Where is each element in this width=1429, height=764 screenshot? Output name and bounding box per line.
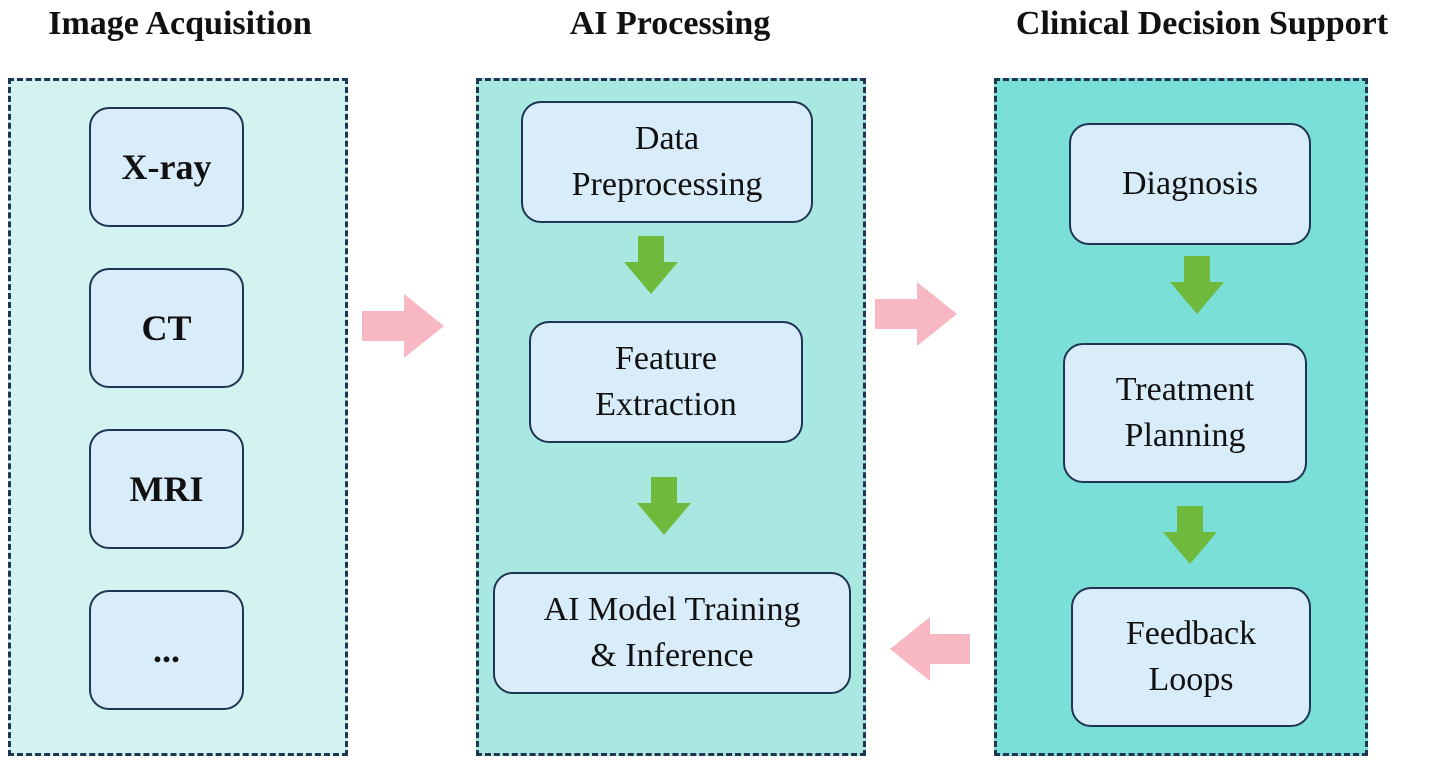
clinical-box-treatment-planning: Treatment Planning xyxy=(1063,343,1307,483)
process-box-ai-model-training: AI Model Training & Inference xyxy=(493,572,851,694)
box-line: Data xyxy=(634,120,700,157)
modality-box-mri: MRI xyxy=(89,429,244,549)
box-line: Feature xyxy=(615,340,717,377)
column-title-ai-processing: AI Processing xyxy=(569,5,771,42)
box-line: Planning xyxy=(1124,417,1246,454)
box-line: MRI xyxy=(129,469,204,509)
step-arrow-down-icon xyxy=(624,236,678,294)
column-title-image-acquisition: Image Acquisition xyxy=(48,5,312,42)
panel-clinical-decision-support: Diagnosis Treatment Planning Feedback Lo… xyxy=(994,78,1368,756)
step-arrow-down-icon xyxy=(1170,256,1224,314)
box-line: Loops xyxy=(1148,661,1234,698)
box-line: ... xyxy=(153,630,180,670)
box-line: Diagnosis xyxy=(1122,165,1258,202)
clinical-box-feedback-loops: Feedback Loops xyxy=(1071,587,1311,727)
modality-box-xray: X-ray xyxy=(89,107,244,227)
box-line: Extraction xyxy=(595,386,737,423)
box-line: CT xyxy=(141,308,192,348)
box-line: & Inference xyxy=(590,637,754,674)
box-line: Preprocessing xyxy=(571,166,763,203)
box-line: X-ray xyxy=(121,147,212,187)
column-title-clinical-decision-support: Clinical Decision Support xyxy=(1015,5,1389,42)
box-line: AI Model Training xyxy=(543,591,801,628)
panel-image-acquisition: X-ray CT MRI ... xyxy=(8,78,348,756)
flow-arrow-right-icon xyxy=(362,294,444,358)
modality-box-ct: CT xyxy=(89,268,244,388)
modality-box-more: ... xyxy=(89,590,244,710)
clinical-box-diagnosis: Diagnosis xyxy=(1069,123,1311,245)
box-line: Treatment xyxy=(1115,371,1255,408)
flow-arrow-right-icon xyxy=(875,282,957,346)
flow-arrow-left-icon xyxy=(890,617,970,681)
process-box-feature-extraction: Feature Extraction xyxy=(529,321,803,443)
box-line: Feedback xyxy=(1125,615,1257,652)
step-arrow-down-icon xyxy=(637,477,691,535)
panel-ai-processing: Data Preprocessing Feature Extraction AI… xyxy=(476,78,866,756)
process-box-data-preprocessing: Data Preprocessing xyxy=(521,101,813,223)
step-arrow-down-icon xyxy=(1163,506,1217,564)
